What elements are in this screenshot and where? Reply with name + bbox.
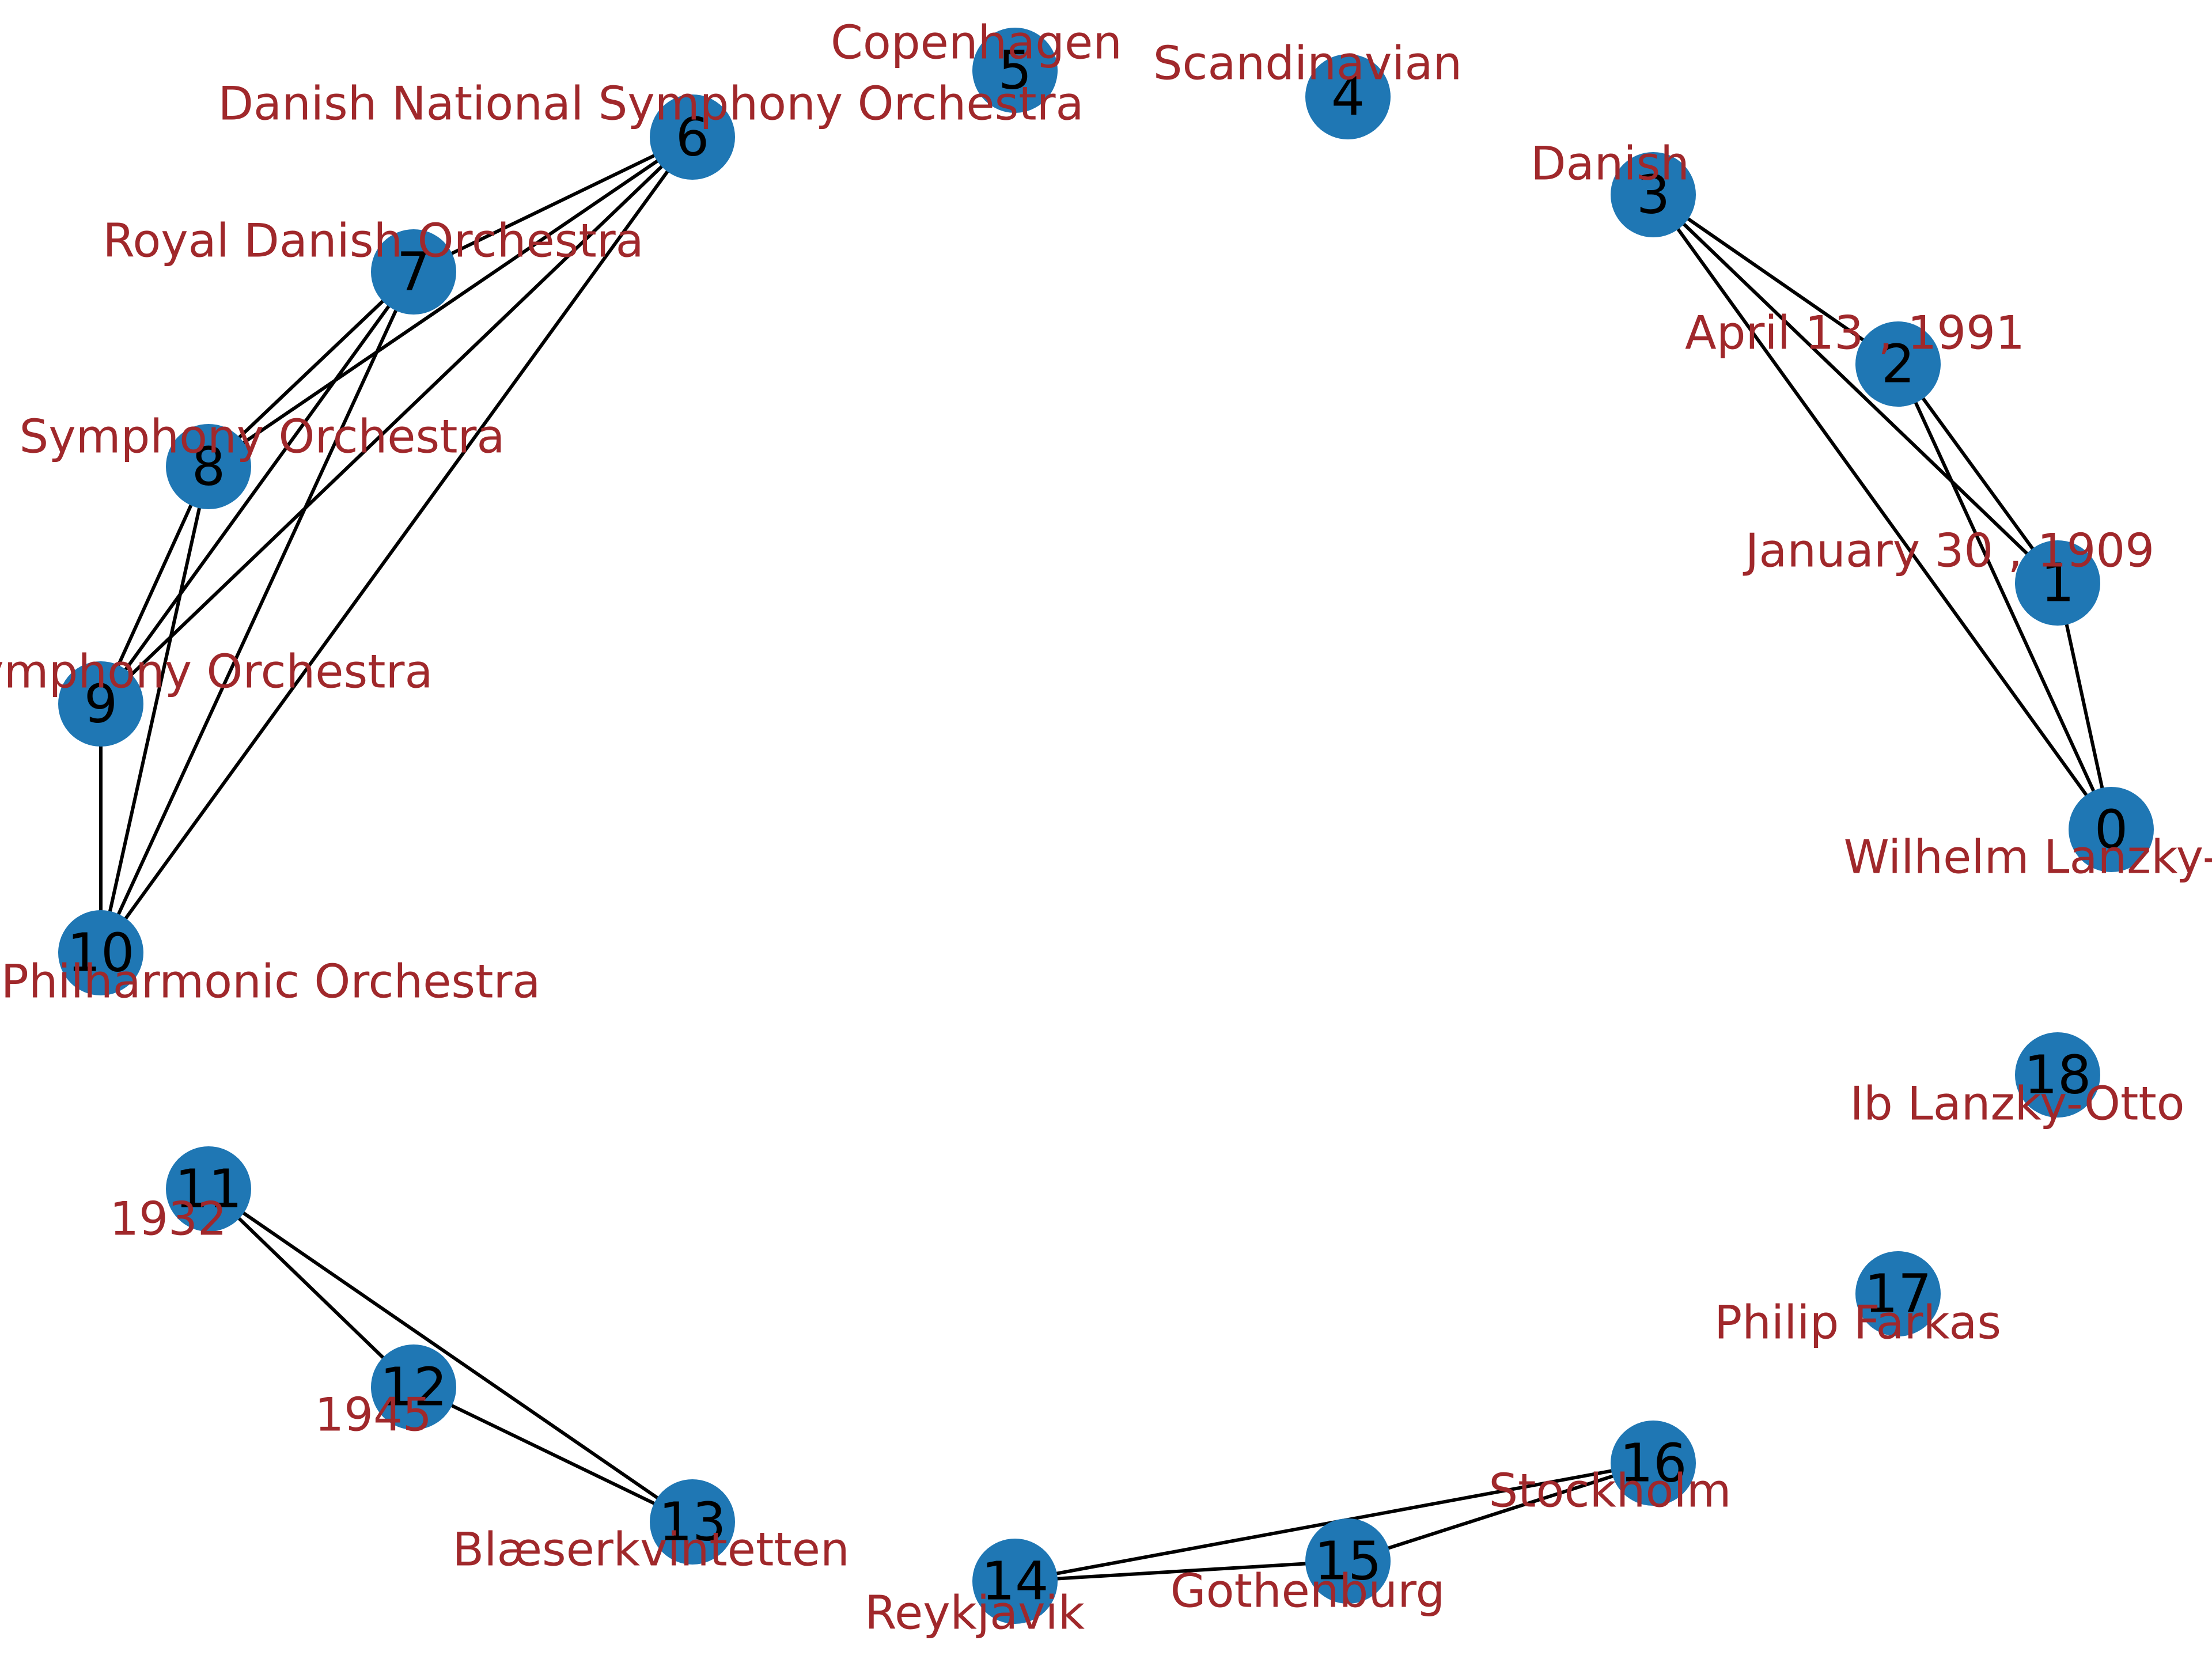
node-label-17: Philip Farkas — [1714, 1296, 2001, 1350]
node-3: 3 — [1611, 152, 1696, 237]
node-circle — [1305, 1518, 1391, 1604]
node-id: 6 — [676, 107, 710, 168]
node-circle — [2015, 1032, 2100, 1118]
edge-8-9 — [99, 465, 210, 705]
node-7: 7 — [371, 229, 456, 315]
node-label-1: January 30 , 1909 — [1743, 524, 2154, 578]
edge-0-3 — [1652, 194, 2113, 831]
node-circle — [1611, 1421, 1696, 1506]
node-id: 12 — [380, 1357, 447, 1418]
node-label-13: Blæserkvintetten — [452, 1523, 849, 1577]
node-id: 9 — [84, 673, 118, 735]
edge-6-9 — [99, 135, 694, 706]
node-8: 8 — [166, 424, 251, 509]
node-circle — [2069, 787, 2154, 872]
node-id: 13 — [658, 1491, 726, 1553]
node-id: 18 — [2024, 1044, 2091, 1106]
node-id: 5 — [998, 40, 1032, 101]
edge-6-7 — [412, 135, 694, 274]
node-circle — [2015, 540, 2100, 626]
node-17: 17 — [1855, 1251, 1941, 1336]
node-label-8: Symphony Orchestra — [20, 410, 505, 464]
node-id: 17 — [1864, 1263, 1931, 1325]
node-circle — [1611, 152, 1696, 237]
node-circle — [1855, 321, 1941, 407]
node-18: 18 — [2015, 1032, 2100, 1118]
node-id: 15 — [1314, 1531, 1381, 1592]
edges-layer — [99, 135, 2113, 1583]
node-circle — [166, 1146, 251, 1232]
node-id: 0 — [2094, 799, 2128, 861]
edge-2-3 — [1652, 193, 1899, 366]
node-circle — [972, 28, 1058, 113]
node-4: 4 — [1305, 54, 1391, 139]
node-id: 1 — [2041, 552, 2075, 614]
edge-6-10 — [99, 136, 694, 954]
node-circle — [650, 1479, 735, 1565]
node-13: 13 — [650, 1479, 735, 1565]
labels-layer: Wilhelm Lanzky-Otto January 30 , 1909 Apri… — [0, 16, 2212, 1640]
node-id: 2 — [1881, 334, 1915, 395]
edge-7-10 — [99, 271, 415, 954]
node-9: 9 — [58, 661, 143, 747]
node-14: 14 — [972, 1539, 1058, 1624]
node-id: 11 — [175, 1158, 242, 1220]
node-5: 5 — [972, 28, 1058, 113]
node-label-11: 1932 — [109, 1192, 227, 1246]
edge-1-2 — [1896, 363, 2059, 584]
node-10: 10 — [58, 910, 143, 995]
edge-8-10 — [99, 466, 210, 953]
node-id: 16 — [1619, 1433, 1687, 1494]
node-1: 1 — [2015, 540, 2100, 626]
node-circle — [166, 424, 251, 509]
node-id: 7 — [397, 241, 431, 303]
node-16: 16 — [1611, 1421, 1696, 1506]
node-circle — [371, 1344, 456, 1430]
node-label-2: April 13 , 1991 — [1685, 306, 2025, 360]
node-15: 15 — [1305, 1518, 1391, 1604]
node-0: 0 — [2069, 787, 2154, 872]
node-circle — [1855, 1251, 1941, 1336]
node-label-15: Gothenburg — [1171, 1565, 1445, 1618]
edge-6-8 — [207, 135, 694, 468]
node-label-7: Royal Danish Orchestra — [103, 214, 643, 268]
node-label-4: Scandinavian — [1153, 37, 1463, 90]
node-label-12: 1945 — [315, 1388, 432, 1442]
node-id: 4 — [1331, 66, 1365, 128]
edge-11-12 — [207, 1187, 415, 1389]
edge-12-13 — [412, 1385, 694, 1524]
node-label-14: Reykjavik — [865, 1586, 1085, 1640]
node-2: 2 — [1855, 321, 1941, 407]
node-circle — [371, 229, 456, 315]
node-11: 11 — [166, 1146, 251, 1232]
node-label-0: Wilhelm Lanzky-Otto — [1844, 831, 2212, 884]
node-circle — [58, 910, 143, 995]
edge-7-9 — [99, 271, 415, 705]
node-circle — [58, 661, 143, 747]
node-id: 10 — [67, 922, 134, 984]
node-label-6: Danish National Symphony Orchestra — [218, 77, 1084, 131]
node-id: 14 — [981, 1551, 1048, 1612]
edge-1-3 — [1652, 193, 2059, 585]
node-label-10: Philharmonic Orchestra — [1, 955, 541, 1009]
node-circle — [1305, 54, 1391, 139]
node-label-5: Copenhagen — [831, 16, 1122, 70]
node-12: 12 — [371, 1344, 456, 1430]
node-label-18: Ib Lanzky-Otto — [1850, 1077, 2184, 1131]
node-6: 6 — [650, 94, 735, 180]
edge-7-8 — [207, 270, 415, 468]
node-label-3: Danish — [1531, 137, 1690, 191]
edge-11-13 — [207, 1187, 694, 1524]
edge-15-16 — [1347, 1461, 1654, 1563]
node-circle — [650, 94, 735, 180]
edge-14-15 — [1014, 1559, 1349, 1583]
node-id: 8 — [192, 436, 226, 498]
edge-0-2 — [1896, 363, 2113, 831]
node-circle — [972, 1539, 1058, 1624]
node-label-16: Stockholm — [1488, 1464, 1731, 1518]
node-id: 3 — [1637, 164, 1671, 226]
node-label-9: Symphony Orchestra — [0, 645, 433, 699]
